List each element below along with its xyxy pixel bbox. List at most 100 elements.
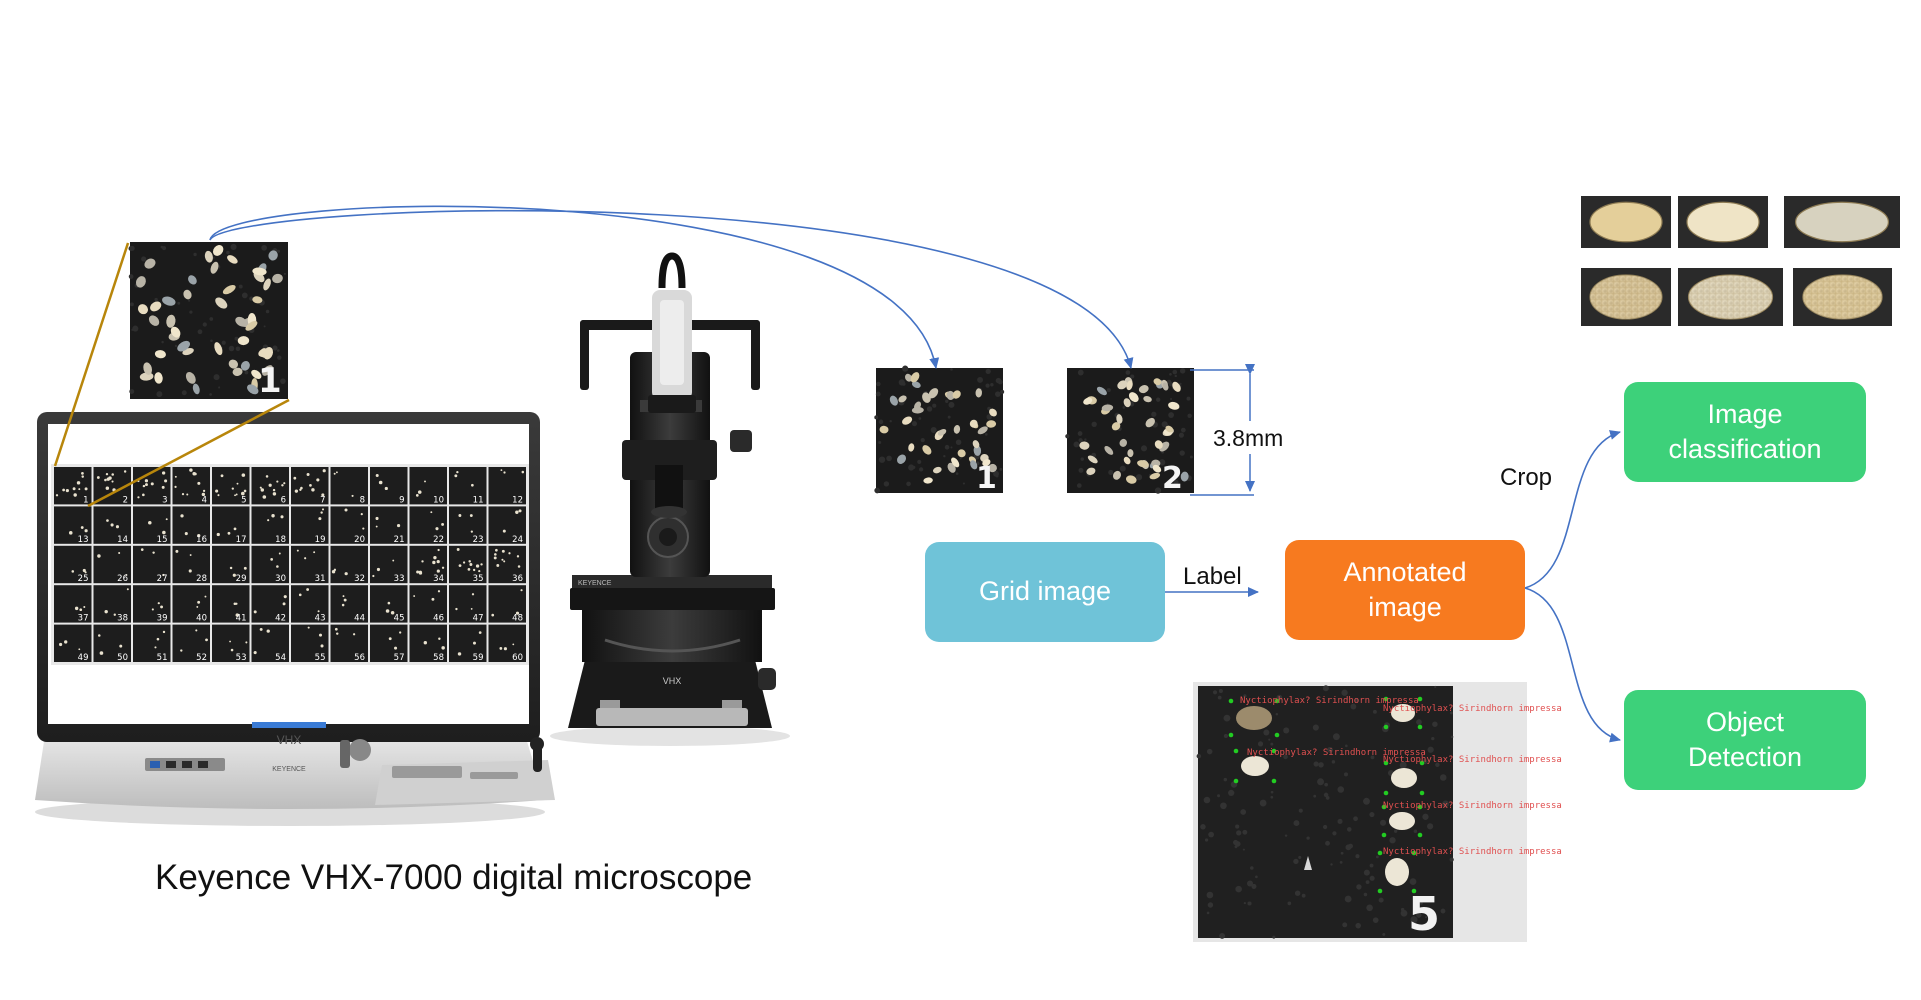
- grid-cell: [172, 585, 210, 623]
- microscope: [550, 252, 790, 746]
- annotation-tag: Nyctiophylax? Sirindhorn impressa: [1383, 704, 1562, 714]
- grid-cell-number: 52: [196, 653, 207, 663]
- grid-cell: [449, 585, 487, 623]
- grid-cell-number: 55: [315, 653, 326, 663]
- grid-cell: [251, 545, 289, 584]
- grid-cell-number: 21: [394, 535, 405, 545]
- grid-cell-number: 33: [394, 574, 405, 584]
- annotated-specimen: [1391, 704, 1415, 722]
- grid-cell: [330, 624, 368, 662]
- grid-cell: [449, 467, 487, 505]
- grid-cell: [488, 506, 526, 544]
- grid-cell-number: 9: [399, 495, 404, 505]
- controller: [340, 737, 555, 805]
- cropped-specimens: [1581, 196, 1900, 326]
- grid-cell-number: 19: [315, 535, 326, 545]
- microscope-logo: VHX: [663, 676, 682, 686]
- tile-number: 1: [258, 361, 282, 401]
- grid-cell-number: 46: [433, 614, 444, 624]
- grid-cell: [488, 585, 526, 623]
- grid-cell: [172, 545, 210, 584]
- arrow-to-detection: [1524, 587, 1621, 743]
- grid-cell-number: 20: [354, 535, 365, 545]
- grid-cell: [449, 545, 487, 584]
- grid-image-node: Grid image: [925, 542, 1165, 642]
- grid-cell: [409, 585, 447, 623]
- grid-cell: [172, 624, 210, 662]
- annotated-specimen: [1241, 756, 1269, 776]
- grid-cell: [291, 545, 329, 584]
- grid-cell-number: 50: [117, 653, 128, 663]
- grid-cell-number: 41: [236, 614, 247, 624]
- annotation-tag: Nyctiophylax? Sirindhorn impressa: [1247, 748, 1426, 758]
- grid-cell: [330, 585, 368, 623]
- grid-cell: [330, 545, 368, 584]
- grid-cell-number: 45: [394, 614, 405, 624]
- grid-cell-number: 24: [512, 535, 523, 545]
- port-row: [145, 758, 225, 771]
- grid-cell: [370, 545, 408, 584]
- grid-cell-number: 4: [202, 495, 207, 505]
- grid-cell: [172, 506, 210, 544]
- annotated-image-node: Annotated image: [1285, 540, 1525, 640]
- grid-cell-number: 16: [196, 535, 207, 545]
- microscope-brand: KEYENCE: [578, 580, 612, 587]
- grid-cell-number: 18: [275, 535, 286, 545]
- arrow-crop-to-classification: [1524, 430, 1621, 589]
- object-detection-node: Object Detection: [1624, 690, 1866, 790]
- grid-cell: [449, 624, 487, 662]
- annotation-tag: Nyctiophylax? Sirindhorn impressa: [1240, 696, 1419, 706]
- grid-cell: [409, 506, 447, 544]
- grid-cell: [172, 467, 210, 505]
- grid-cell-number: 30: [275, 574, 286, 584]
- annotated-node-line-1: Annotated: [1343, 556, 1467, 587]
- grid-cell: [93, 624, 131, 662]
- grid-cell-number: 2: [123, 495, 128, 505]
- grid-cell: [212, 624, 250, 662]
- grid-cell: [133, 585, 171, 623]
- grid-cell-number: 23: [473, 535, 484, 545]
- grid-cell: [370, 624, 408, 662]
- classification-node-line-1: Image: [1707, 398, 1783, 429]
- scale-bar: 3.8mm: [1190, 364, 1283, 496]
- grid-image-tile-2: 2: [1065, 368, 1194, 496]
- grid-cell-number: 44: [354, 614, 365, 624]
- crop-edge-text: Crop: [1500, 464, 1553, 491]
- arrow-zoom-to-tile-2: [209, 209, 1134, 369]
- grid-cell-number: 43: [315, 614, 326, 624]
- grid-cell: [488, 624, 526, 662]
- zoomed-grid-cell: 1: [128, 242, 288, 401]
- grid-cell: [54, 467, 92, 505]
- grid-cell-number: 28: [196, 574, 207, 584]
- grid-cell-number: 8: [360, 495, 365, 505]
- grid-cell-number: 14: [117, 535, 128, 545]
- grid-cell: [212, 506, 250, 544]
- grid-cell-number: 56: [354, 653, 365, 663]
- image-classification-node: Image classification: [1624, 382, 1866, 482]
- annotation-tag: Nyctiophylax? Sirindhorn impressa: [1383, 847, 1562, 857]
- grid-cell-number: 32: [354, 574, 365, 584]
- annotation-tag: Nyctiophylax? Sirindhorn impressa: [1383, 755, 1562, 765]
- detection-node-line-1: Object: [1705, 706, 1785, 737]
- grid-cell: [409, 624, 447, 662]
- grid-cell: [488, 467, 526, 505]
- grid-cell: [133, 545, 171, 584]
- grid-cell-number: 38: [117, 614, 128, 624]
- annotated-specimen: [1389, 812, 1415, 830]
- grid-cell-number: 35: [473, 574, 484, 584]
- grid-cell-number: 51: [157, 653, 168, 663]
- grid-cell-number: 26: [117, 574, 128, 584]
- grid-cell-number: 31: [315, 574, 326, 584]
- grid-cell: [251, 506, 289, 544]
- grid-cell-number: 36: [512, 574, 523, 584]
- grid-cell-number: 49: [78, 653, 89, 663]
- grid-cell-number: 13: [78, 535, 89, 545]
- grid-cell-number: 57: [394, 653, 405, 663]
- grid-cell: [370, 506, 408, 544]
- grid-cell-number: 48: [512, 614, 523, 624]
- device-brand: KEYENCE: [272, 766, 306, 773]
- diagram-title: Keyence VHX-7000 digital microscope: [155, 858, 753, 897]
- annotated-image-number: 5: [1408, 887, 1440, 941]
- grid-cell-number: 53: [236, 653, 247, 663]
